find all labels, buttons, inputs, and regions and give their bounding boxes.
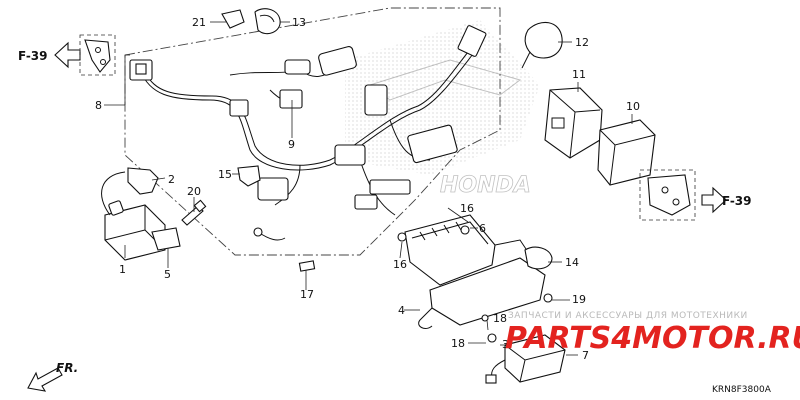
honda-wordmark: HONDA	[440, 173, 531, 198]
part-label-12: 12	[575, 36, 589, 49]
ignition-coil	[101, 167, 181, 261]
bolt-20	[181, 199, 207, 226]
front-direction-indicator: FR.	[27, 361, 78, 392]
regulator-assembly	[397, 214, 553, 343]
ref-right-label: F-39	[722, 194, 752, 208]
part-label-8: 8	[95, 99, 102, 112]
relay-cover-10	[597, 119, 656, 186]
clip-15	[237, 165, 261, 187]
part-label-5: 5	[164, 268, 171, 281]
part-label-18-right: 18	[493, 312, 507, 325]
harness-frame	[124, 7, 501, 256]
relay-7	[485, 334, 566, 384]
watermark-logo: PARTS4MOTOR.RU	[505, 321, 800, 356]
ref-left-f39[interactable]: F-39	[18, 41, 81, 69]
fuse-box-11	[544, 87, 603, 159]
diagram-code: KRN8F3800A	[712, 385, 772, 395]
bracket-right	[639, 169, 696, 221]
part-label-16-upper: 16	[460, 202, 474, 215]
bracket-left	[79, 34, 116, 76]
part-label-14: 14	[565, 256, 579, 269]
part-label-1: 1	[119, 263, 126, 276]
part-label-10: 10	[626, 100, 640, 113]
part-label-18-left: 18	[451, 337, 465, 350]
part-label-21: 21	[192, 16, 206, 29]
wire-harness	[129, 25, 487, 216]
part-label-15: 15	[218, 168, 232, 181]
front-arrow-icon	[27, 367, 63, 392]
part-label-13: 13	[292, 16, 306, 29]
ground-lead	[253, 227, 316, 272]
leader-lines	[104, 21, 633, 356]
ref-left-label: F-39	[18, 49, 48, 63]
front-label: FR.	[56, 361, 78, 375]
part-label-20: 20	[187, 185, 201, 198]
part-label-4: 4	[398, 304, 405, 317]
watermark-tagline: ЗАПЧАСТИ И АКСЕССУАРЫ ДЛЯ МОТОТЕХНИКИ	[508, 311, 748, 321]
part-label-19: 19	[572, 293, 586, 306]
ref-right-f39[interactable]: F-39	[701, 186, 752, 214]
part-label-17: 17	[300, 288, 314, 301]
part-label-9: 9	[288, 138, 295, 151]
part-label-16-lower: 16	[393, 258, 407, 271]
honda-watermark: HONDA	[368, 59, 531, 198]
band-12	[521, 21, 563, 69]
site-watermark: ЗАПЧАСТИ И АКСЕССУАРЫ ДЛЯ МОТОТЕХНИКИ PA…	[505, 311, 800, 356]
arrow-right-icon	[701, 186, 727, 214]
clamp-13	[254, 8, 281, 35]
part-label-7: 7	[582, 349, 589, 362]
clip-21	[221, 9, 245, 29]
part-label-11: 11	[572, 68, 586, 81]
arrow-left-icon	[54, 41, 81, 69]
halftone-area	[345, 20, 540, 175]
part-label-3: 3	[502, 338, 509, 351]
part-label-2: 2	[168, 173, 175, 186]
part-label-6: 6	[479, 222, 486, 235]
